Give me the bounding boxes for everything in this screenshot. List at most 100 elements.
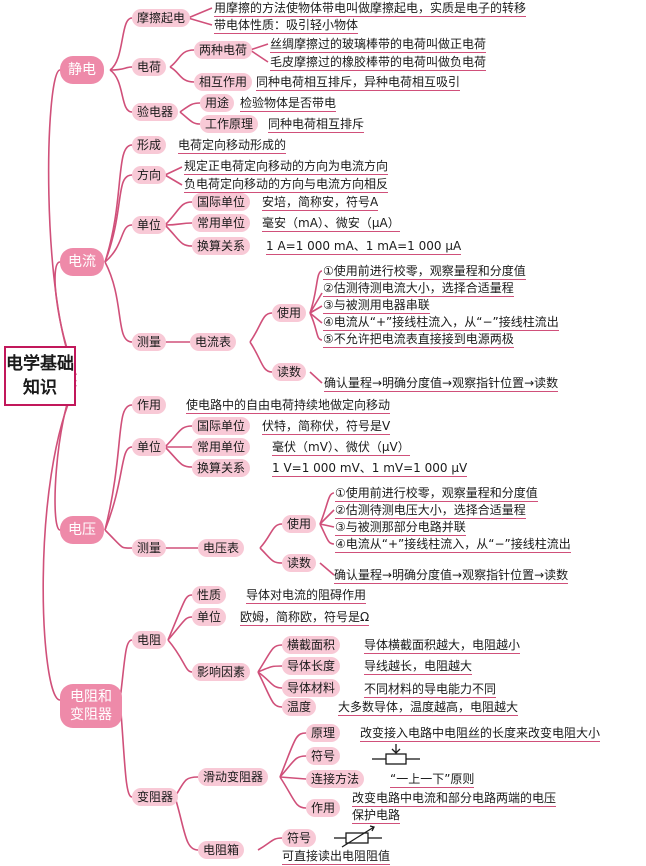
node-rubbing: 摩擦起电 [132,9,191,27]
branch-underline [352,806,556,807]
text-current-conv: 1 A=1 000 mA、1 mA=1 000 μA [266,239,462,253]
text-res-unit: 欧姆，简称欧，符号是Ω [240,610,370,624]
branch-underline [186,413,390,414]
text-ammeter-2: ②估测待测电流大小，选择合适量程 [323,281,514,295]
branch-underline [240,625,369,626]
branch-underline [338,715,518,716]
text-slide-principle: 改变接入电路中电阻丝的长度来改变电阻大小 [360,726,601,740]
branch-underline [364,697,496,698]
branch-underline [262,231,400,232]
text-positive: 丝绸摩擦过的玻璃棒带的电荷叫做正电荷 [270,37,487,51]
text-ammeter-1: ①使用前进行校零，观察量程和分度值 [323,264,526,278]
text-rubbing-2: 带电体性质：吸引轻小物体 [214,18,359,32]
node-ammeter-use: 使用 [272,304,307,322]
rheostat-symbol-icon [372,744,420,765]
node-voltage-unit: 单位 [132,438,167,456]
text-material: 不同材料的导电能力不同 [364,682,497,696]
text-ammeter-4: ④电流从“+”接线柱流入，从“−”接线柱流出 [323,315,559,329]
node-voltmeter: 电压表 [198,539,245,557]
text-box-symbol: 可直接读出电阻阻值 [282,849,391,863]
node-two-charges: 两种电荷 [194,41,253,59]
text-voltage-effect: 使电路中的自由电荷持续地做定向移动 [186,398,391,412]
text-slide-function-2: 保护电路 [352,808,401,822]
branch-underline [240,111,336,112]
branch-underline [270,70,486,71]
node-material: 导体材料 [282,679,341,697]
node-voltage-conv: 换算关系 [192,459,251,477]
branch-underline [262,210,378,211]
node-charge: 电荷 [132,58,167,76]
text-voltage-si: 伏特，简称伏，符号是V [262,419,391,433]
node-voltmeter-use: 使用 [282,515,317,533]
branch-underline [262,434,390,435]
node-box-symbol: 符号 [282,829,317,847]
node-voltage-si: 国际单位 [192,417,251,435]
node-ammeter: 电流表 [190,333,237,351]
node-slide-rheostat: 滑动变阻器 [198,768,269,786]
node-resistance-box: 电阻箱 [198,841,245,859]
branch-underline [364,674,472,675]
node-voltage-common: 常用单位 [192,438,251,456]
branch-underline [323,347,514,348]
node-electroscope: 验电器 [132,103,179,121]
node-voltage-measure: 测量 [132,539,167,557]
text-use: 检验物体是否带电 [240,96,337,110]
branch-underline [323,296,514,297]
text-voltmeter-2: ②估测待测电压大小，选择合适量程 [335,503,526,517]
branch-underline [364,653,520,654]
text-formation: 电荷定向移动形成的 [178,138,287,152]
node-current-unit: 单位 [132,216,167,234]
branch-underline [266,254,461,255]
text-nature: 导体对电流的阻碍作用 [246,588,367,602]
node-ammeter-read: 读数 [272,363,307,381]
branch-resistance: 电阻和变阻器 [60,684,122,728]
branch-underline [335,518,526,519]
root-node: 电学基础知识 [4,346,76,406]
text-length: 导线越长，电阻越大 [364,659,473,673]
text-voltmeter-4: ④电流从“+”接线柱流入，从“−”接线柱流出 [335,537,571,551]
text-voltage-common: 毫伏（mV）、微伏（μV） [272,440,410,454]
branch-underline [335,501,538,502]
text-slide-function-1: 改变电路中电流和部分电路两端的电压 [352,791,557,805]
text-direction-2: 负电荷定向移动的方向与电流方向相反 [184,177,389,191]
branch-underline [334,583,568,584]
text-interaction: 同种电荷相互排斥，异种电荷相互吸引 [256,75,461,89]
resistance-box-symbol-icon [334,825,382,848]
node-temp: 温度 [282,698,317,716]
node-current-conv: 换算关系 [192,237,251,255]
node-res-unit: 单位 [192,608,227,626]
node-area: 横截面积 [282,636,341,654]
text-ammeter-3: ③与被测用电器串联 [323,298,430,312]
branch-underline [323,330,559,331]
branch-underline [335,552,571,553]
text-connect: “一上一下”原则 [390,772,475,786]
node-formation: 形成 [132,136,167,154]
node-factors: 影响因素 [192,663,251,681]
node-nature: 性质 [192,586,227,604]
text-area: 导体横截面积越大，电阻越小 [364,638,521,652]
branch-underline [323,313,430,314]
node-length: 导体长度 [282,657,341,675]
text-current-si: 安培，简称安，符号A [262,195,379,209]
branch-underline [282,864,390,865]
text-voltage-conv: 1 V=1 000 mV、1 mV=1 000 μV [272,461,468,475]
node-slide-symbol: 符号 [306,747,341,765]
text-principle: 同种电荷相互排斥 [268,117,365,131]
node-interaction: 相互作用 [194,73,253,91]
text-voltmeter-3: ③与被测那部分电路并联 [335,520,466,534]
text-rubbing-1: 用摩擦的方法使物体带电叫做摩擦起电，实质是电子的转移 [214,1,527,15]
text-negative: 毛皮摩擦过的橡胶棒带的电荷叫做负电荷 [270,55,487,69]
node-current-si: 国际单位 [192,193,251,211]
branch-underline [256,90,460,91]
node-direction: 方向 [132,166,167,184]
branch-underline [270,52,486,53]
node-current-common: 常用单位 [192,214,251,232]
branch-underline [352,823,400,824]
node-connect: 连接方法 [306,770,365,788]
branch-underline [272,455,410,456]
node-slide-function: 作用 [306,799,341,817]
branch-underline [214,16,526,17]
text-temp: 大多数导体，温度越高，电阻越大 [338,700,519,714]
node-resistance: 电阻 [132,631,167,649]
